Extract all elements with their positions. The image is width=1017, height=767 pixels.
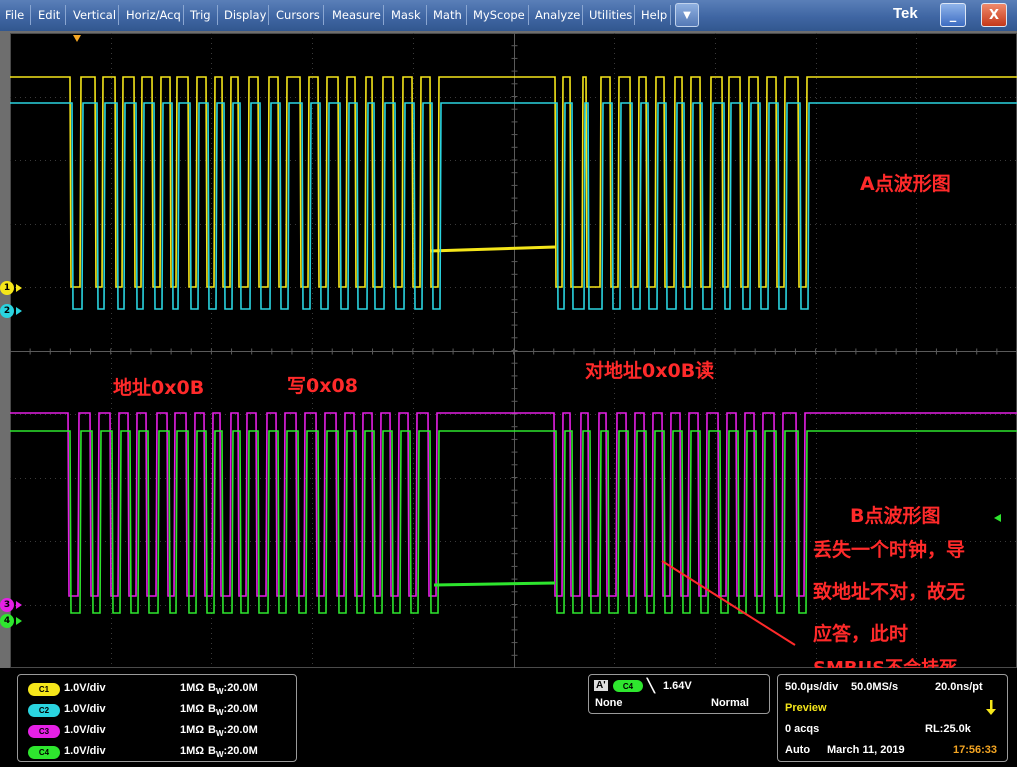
ch1-ground-marker[interactable]: 1 [0, 281, 14, 295]
menu-utilities[interactable]: Utilities [589, 8, 633, 22]
trigger-mode: Normal [711, 697, 749, 709]
brand-logo: Tek [893, 5, 918, 22]
ch4-arrow-icon [16, 617, 22, 625]
ch4-idle-segment [433, 581, 556, 587]
ch2-ground-marker[interactable]: 2 [0, 304, 14, 318]
ch2-badge[interactable]: C2 [28, 704, 60, 717]
ch3-ground-marker[interactable]: 3 [0, 598, 14, 612]
menu-separator [383, 5, 384, 25]
trigger-position-marker [73, 35, 81, 42]
menu-separator [118, 5, 119, 25]
status-area: C1 1.0V/div 1MΩ BW:20.0M C2 1.0V/div 1MΩ… [0, 668, 1017, 767]
ch4-ground-marker[interactable]: 4 [0, 614, 14, 628]
trigger-coupling: None [595, 697, 623, 709]
ch2-bandwidth: BW:20.0M [208, 703, 258, 718]
time: 17:56:33 [953, 744, 998, 756]
annotation-explain-line-3: 应答，此时 [813, 623, 909, 645]
close-icon: X [988, 7, 1000, 23]
menu-edit[interactable]: Edit [38, 8, 61, 22]
ch4-impedance: 1MΩ [180, 745, 205, 757]
timebase: 50.0μs/div [785, 681, 839, 693]
trigger-source-tag: A' [594, 680, 608, 691]
waveform-display[interactable]: 1 2 3 4 A点波形图 地址0x0B 写0x08 对地址0x0B读 B点波形… [0, 33, 1017, 668]
menu-separator [582, 5, 583, 25]
date: March 11, 2019 [827, 744, 905, 756]
ch1-idle-segment [429, 245, 556, 253]
menu-separator [528, 5, 529, 25]
menu-separator [217, 5, 218, 25]
annotation-explain-line-1: 丢失一个时钟，导 [813, 539, 966, 561]
acquisition-state: Preview [785, 702, 827, 714]
menu-separator [323, 5, 324, 25]
menu-mask[interactable]: Mask [391, 8, 421, 22]
annotation-a-waveform: A点波形图 [860, 173, 951, 195]
falling-edge-icon: ╲ [647, 678, 655, 693]
annotation-b-waveform: B点波形图 [850, 505, 941, 527]
horizontal-panel[interactable]: 50.0μs/div 50.0MS/s 20.0ns/pt Preview 0 … [777, 674, 1008, 762]
ch2-trace [10, 102, 1017, 310]
menu-horiz-acq[interactable]: Horiz/Acq [126, 8, 181, 22]
ch1-arrow-icon [16, 284, 22, 292]
menu-separator [268, 5, 269, 25]
ch3-arrow-icon [16, 601, 22, 609]
single-sequence-icon [986, 700, 996, 715]
menu-cursors[interactable]: Cursors [276, 8, 320, 22]
menu-separator [183, 5, 184, 25]
menu-help[interactable]: Help [641, 8, 668, 22]
ch3-scale: 1.0V/div [64, 724, 106, 736]
ch4-badge[interactable]: C4 [28, 746, 60, 759]
ch2-scale: 1.0V/div [64, 703, 106, 715]
ch1-badge[interactable]: C1 [28, 683, 60, 696]
close-button[interactable]: X [981, 3, 1007, 27]
ch4-bandwidth: BW:20.0M [208, 745, 258, 760]
ch2-arrow-icon [16, 307, 22, 315]
menu-analyze[interactable]: Analyze [535, 8, 581, 22]
sample-rate: 50.0MS/s [851, 681, 899, 693]
annotation-explain-line-4: SMBUS不会挂死 [813, 654, 957, 668]
trigger-level: 1.64V [663, 680, 692, 692]
menu-bar: File Edit Vertical Horiz/Acq Trig Displa… [0, 0, 1017, 31]
ch3-bandwidth: BW:20.0M [208, 724, 258, 739]
menu-separator [466, 5, 467, 25]
trigger-panel[interactable]: A' C4 ╲ 1.64V None Normal [588, 674, 770, 714]
minimize-button[interactable]: _ [940, 3, 966, 27]
ch4-trace [10, 430, 1017, 614]
acquisition-count: 0 acqs [785, 723, 820, 735]
trigger-level-arrow-icon [994, 514, 1001, 522]
annotation-write: 写0x08 [287, 375, 358, 397]
waveform-traces [10, 76, 1017, 646]
menu-math[interactable]: Math [433, 8, 462, 22]
waveform-canvas [10, 33, 1017, 668]
record-length: RL:25.0k [925, 723, 971, 735]
ch1-impedance: 1MΩ [180, 682, 205, 694]
resolution: 20.0ns/pt [935, 681, 983, 693]
menu-separator [670, 5, 671, 25]
menu-separator [634, 5, 635, 25]
menu-file[interactable]: File [5, 8, 25, 22]
ch3-impedance: 1MΩ [180, 724, 205, 736]
ch3-badge[interactable]: C3 [28, 725, 60, 738]
ch1-bandwidth: BW:20.0M [208, 682, 258, 697]
minimize-icon: _ [949, 7, 957, 23]
chevron-down-icon: ▼ [683, 9, 691, 21]
annotation-pointer-line [661, 560, 796, 646]
channel-settings-panel[interactable]: C1 1.0V/div 1MΩ BW:20.0M C2 1.0V/div 1MΩ… [17, 674, 297, 762]
menu-measure[interactable]: Measure [332, 8, 381, 22]
annotation-explain-line-2: 致地址不对，故无 [813, 581, 966, 603]
ch1-scale: 1.0V/div [64, 682, 106, 694]
menu-trig[interactable]: Trig [190, 8, 211, 22]
menu-myscope[interactable]: MyScope [473, 8, 525, 22]
annotation-read-address: 对地址0x0B读 [585, 360, 715, 382]
menu-dropdown-button[interactable]: ▼ [675, 3, 699, 27]
acquisition-mode: Auto [785, 744, 811, 756]
ch2-impedance: 1MΩ [180, 703, 205, 715]
menu-display[interactable]: Display [224, 8, 267, 22]
menu-separator [426, 5, 427, 25]
trigger-channel-badge: C4 [613, 680, 643, 692]
annotation-address: 地址0x0B [113, 377, 205, 399]
menu-separator [65, 5, 66, 25]
ch4-scale: 1.0V/div [64, 745, 106, 757]
menu-separator [30, 5, 31, 25]
menu-vertical[interactable]: Vertical [73, 8, 117, 22]
